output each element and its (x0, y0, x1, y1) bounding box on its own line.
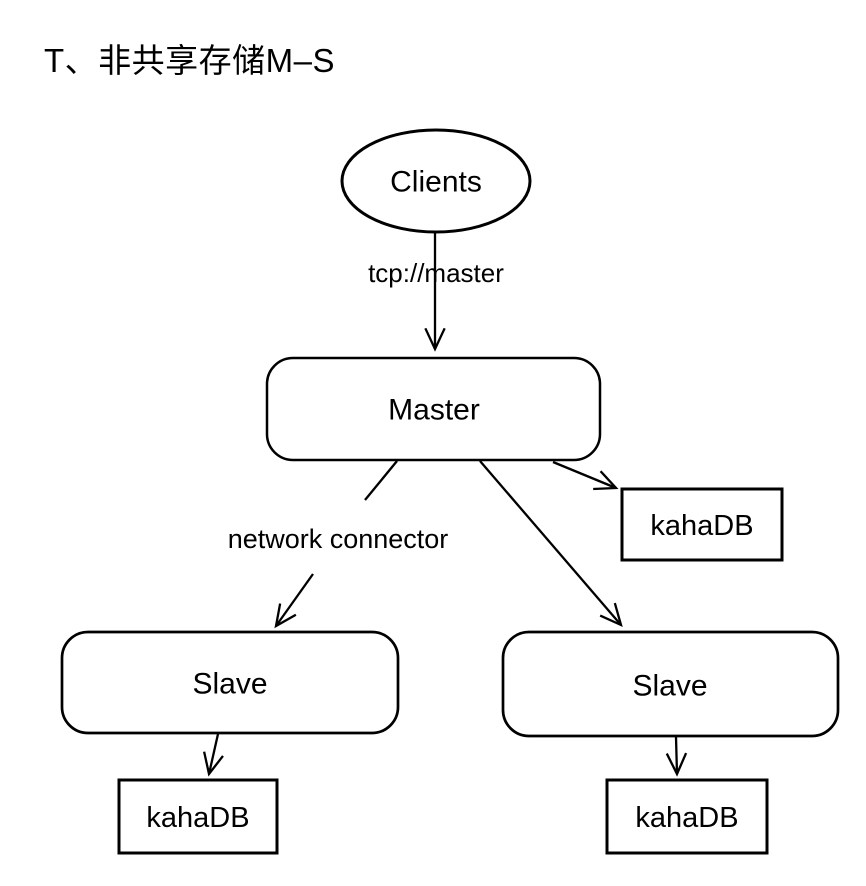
slave-right-kahadb-label: kahaDB (635, 802, 738, 834)
master-node: Master (265, 356, 602, 462)
edge-master-to-slave-right-line (479, 460, 623, 628)
clients-ellipse (340, 128, 532, 234)
master-box (265, 356, 602, 462)
slave-right-box (501, 630, 840, 738)
slave-right-kahadb-box (605, 778, 769, 855)
edge-master-to-slave-left-stub (364, 460, 398, 501)
edge-slave-right-to-kahadb-line (665, 736, 688, 777)
slave-left-kahadb-label: kahaDB (146, 802, 249, 834)
master-kahadb-box (620, 487, 784, 562)
slave-right-kahadb-node: kahaDB (605, 778, 769, 855)
clients-node: Clients (340, 128, 532, 234)
slave-left-kahadb-node: kahaDB (117, 778, 279, 855)
edge-label-tcp-master: tcp://master (368, 258, 504, 288)
edge-slave-left-to-kahadb-line (202, 733, 224, 777)
slave-left-node: Slave (60, 630, 400, 735)
clients-label: Clients (390, 166, 482, 199)
edge-master-to-kahadb-line (552, 460, 619, 491)
edge-master-to-slave-left (274, 460, 398, 629)
slave-left-kahadb-box (117, 778, 279, 855)
slave-right-node: Slave (501, 630, 840, 738)
master-kahadb-node: kahaDB (620, 487, 784, 562)
slave-left-box (60, 630, 400, 735)
edge-slave-right-to-kahadb (665, 736, 688, 777)
edge-master-to-slave-right (479, 460, 623, 628)
slave-left-label: Slave (192, 668, 267, 701)
master-kahadb-label: kahaDB (650, 510, 753, 542)
edge-master-to-slave-left-line (274, 573, 314, 629)
edge-master-to-kahadb (552, 460, 619, 491)
master-label: Master (388, 394, 480, 427)
edge-label-network-connector: network connector (228, 524, 449, 554)
slave-right-label: Slave (632, 670, 707, 703)
edge-slave-left-to-kahadb (202, 733, 224, 777)
page-title: T、非共享存储M–S (44, 42, 336, 79)
